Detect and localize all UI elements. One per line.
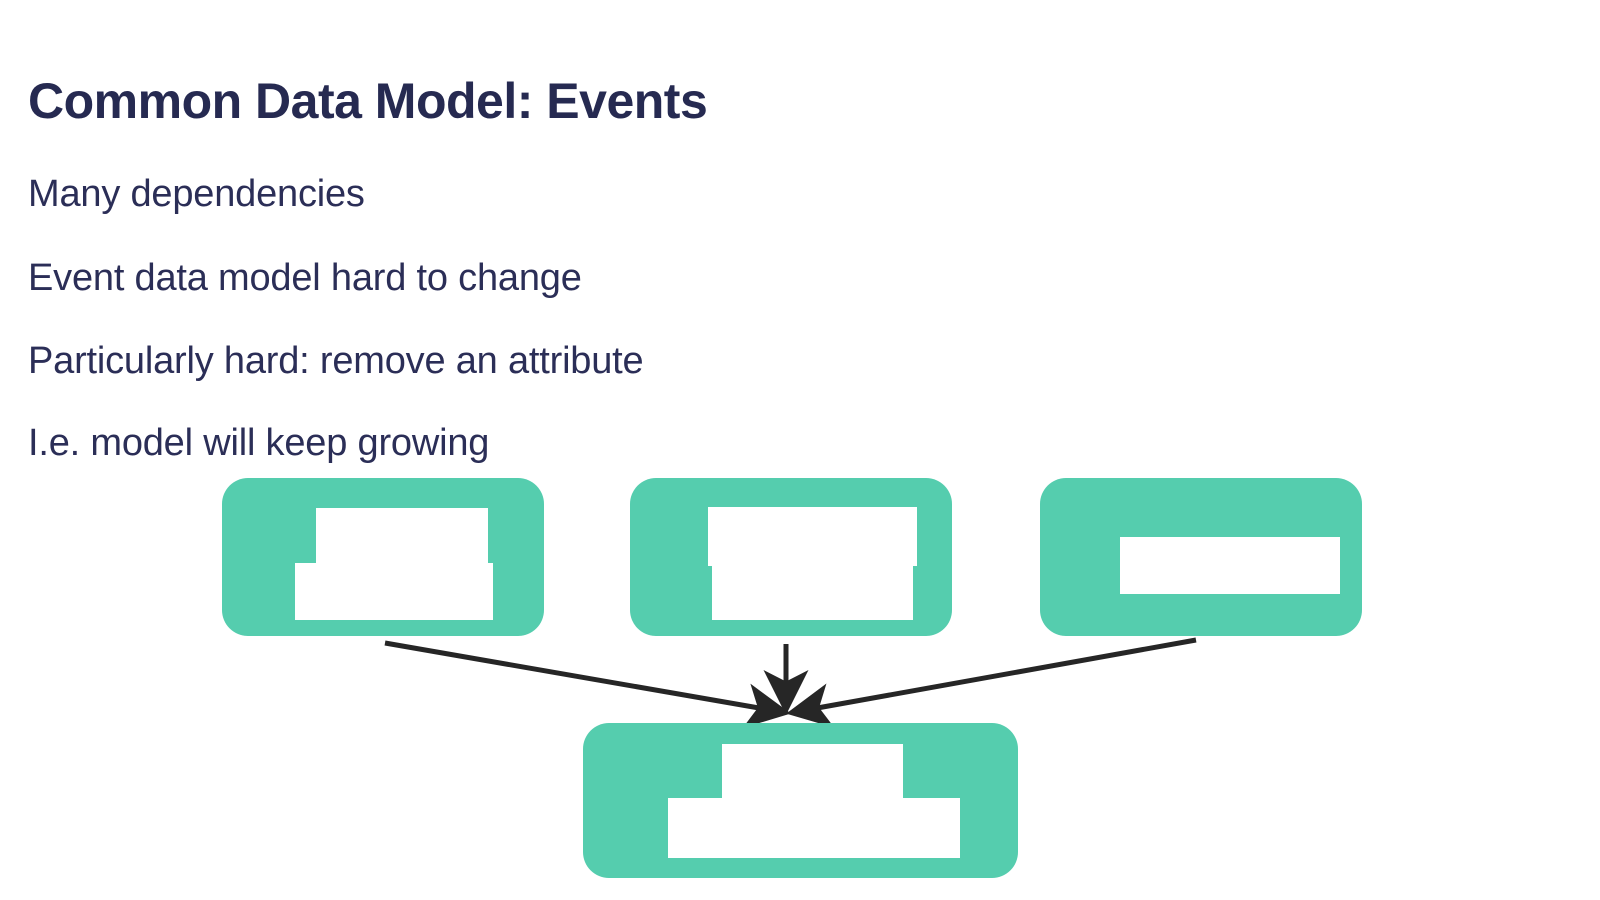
node-inner-top-block: [708, 507, 917, 566]
page-title: Common Data Model: Events: [28, 73, 708, 129]
bullet-line-1: Many dependencies: [28, 173, 365, 215]
diagram-node-source-c: [1040, 478, 1362, 636]
bullet-line-2: Event data model hard to change: [28, 257, 582, 299]
node-inner-top-block: [1120, 537, 1340, 594]
diagram-node-target-d: [583, 723, 1018, 878]
node-inner-top-block: [316, 508, 488, 563]
node-inner-bottom-block: [668, 798, 960, 858]
bullet-line-3: Particularly hard: remove an attribute: [28, 340, 644, 382]
edge-source-a-to-target-d: [384, 640, 791, 729]
edge-source-c-to-target-d: [786, 637, 1197, 728]
diagram-node-source-b: [630, 478, 952, 636]
diagram-node-source-a: [222, 478, 544, 636]
node-inner-top-block: [722, 744, 903, 798]
node-inner-bottom-block: [295, 563, 493, 620]
node-inner-bottom-block: [712, 566, 913, 620]
bullet-line-4: I.e. model will keep growing: [28, 422, 490, 464]
